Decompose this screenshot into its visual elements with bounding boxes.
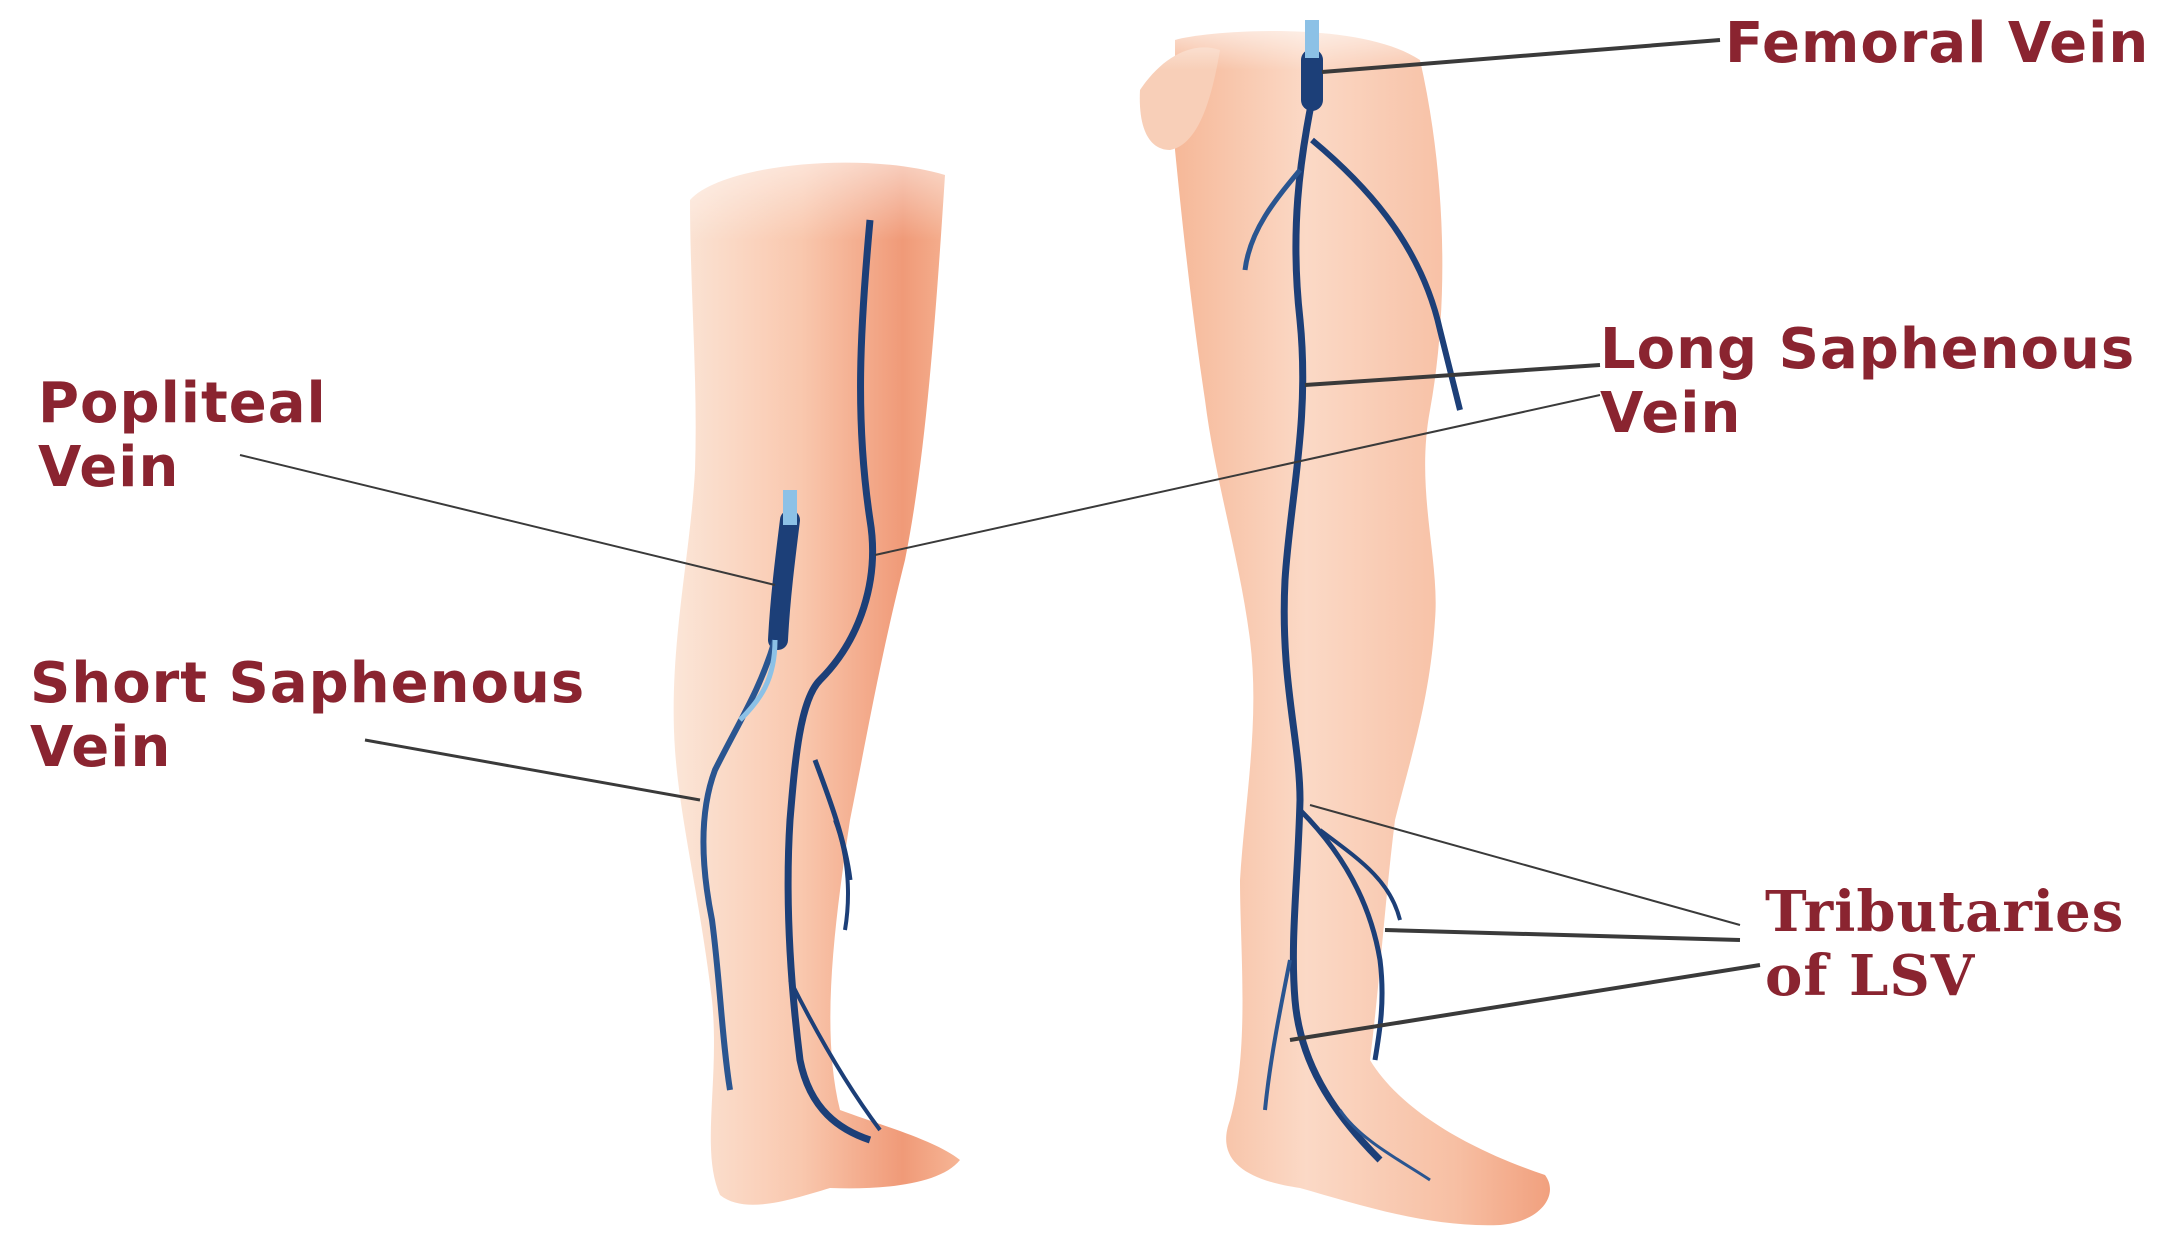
- label-tributaries-line2: of LSV: [1765, 944, 2124, 1008]
- label-femoral-vein: Femoral Vein: [1725, 12, 2149, 76]
- right-leg-front-view: [1130, 0, 1550, 1225]
- left-leg-fade: [650, 90, 980, 240]
- label-popliteal-vein: Popliteal Vein: [38, 372, 327, 500]
- label-long-saphenous-line1: Long Saphenous: [1600, 318, 2135, 382]
- right-leg-shape: [1175, 31, 1550, 1225]
- label-tributaries-of-lsv: Tributaries of LSV: [1765, 880, 2124, 1008]
- leader-lines: [240, 40, 1760, 1040]
- left-leg-back-view: [650, 90, 980, 1205]
- label-tributaries-line1: Tributaries: [1765, 880, 2124, 944]
- popliteal-vein: [778, 520, 790, 640]
- label-short-saphenous-line2: Vein: [30, 716, 585, 780]
- label-popliteal-line2: Vein: [38, 436, 327, 500]
- label-short-saphenous-line1: Short Saphenous: [30, 652, 585, 716]
- label-femoral-vein-text: Femoral Vein: [1725, 11, 2149, 76]
- label-long-saphenous-vein: Long Saphenous Vein: [1600, 318, 2135, 446]
- label-short-saphenous-vein: Short Saphenous Vein: [30, 652, 585, 780]
- label-popliteal-line1: Popliteal: [38, 372, 327, 436]
- leader-tributaries-2: [1385, 930, 1740, 940]
- label-long-saphenous-line2: Vein: [1600, 382, 2135, 446]
